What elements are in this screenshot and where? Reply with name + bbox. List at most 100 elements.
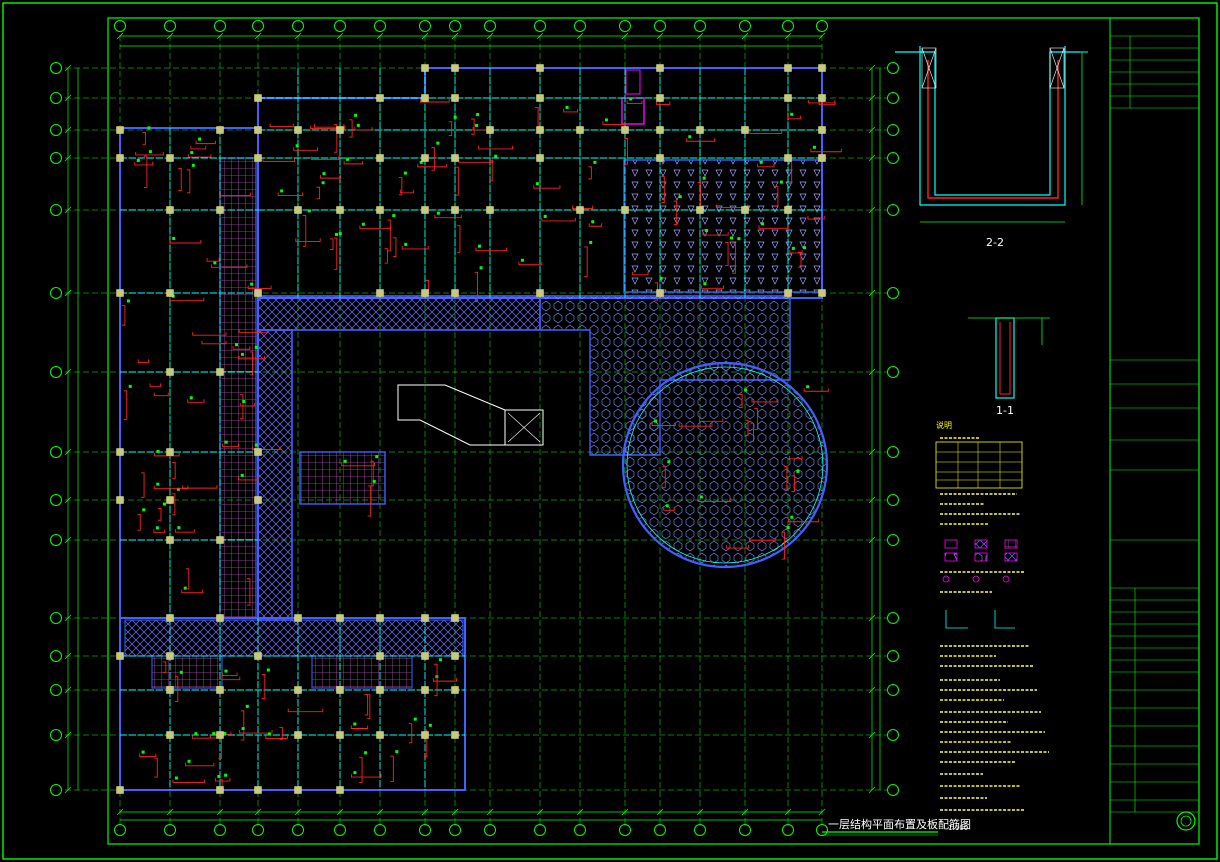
column (421, 686, 429, 694)
rebar-bar (434, 663, 438, 697)
column (166, 731, 174, 739)
rebar-bar (191, 735, 211, 739)
column (536, 94, 544, 102)
dim-tick (656, 808, 664, 816)
column (741, 126, 749, 134)
rebar-bar (751, 398, 778, 403)
rebar-tag (494, 154, 498, 158)
axis-bubble-bottom (619, 824, 631, 836)
rebar-tag (307, 209, 311, 213)
rebar-bar (169, 240, 202, 244)
rebar-tag (245, 704, 249, 708)
axis-bubble-bottom (782, 824, 794, 836)
rebar-bar (185, 568, 190, 590)
axis-bubble-right (887, 729, 899, 741)
rebar-tag (267, 732, 271, 736)
dim-tick (818, 808, 826, 816)
rebar-tag (174, 776, 178, 780)
axis-bubble-bottom (334, 824, 346, 836)
column (376, 206, 384, 214)
rebar-tag (761, 222, 765, 226)
column (784, 64, 792, 72)
axis-bubble-bottom (739, 824, 751, 836)
column (166, 289, 174, 297)
rebar-tag (266, 668, 270, 672)
dim-tick (868, 64, 876, 72)
column (451, 64, 459, 72)
column (216, 686, 224, 694)
rebar-bar (366, 694, 371, 720)
rebar-tag (372, 479, 376, 483)
rebar-bar (474, 271, 478, 302)
building-plan (119, 67, 829, 791)
rebar-bar (134, 161, 154, 166)
column (621, 206, 629, 214)
rebar-bar (791, 475, 795, 492)
dim-tick (536, 808, 544, 816)
dim-tick (336, 32, 344, 40)
axis-bubble-left (50, 650, 62, 662)
rebar-bar (157, 508, 162, 521)
rebar-tag (190, 151, 194, 155)
column (254, 126, 262, 134)
axis-bubble-bottom (816, 824, 828, 836)
dim-tick (64, 536, 72, 544)
rebar-bar (232, 346, 251, 350)
rebar-tag (375, 455, 379, 459)
rebar-bar (423, 729, 428, 758)
rebar-bar (171, 493, 176, 516)
rebar-tag (744, 388, 748, 392)
dim-tick (576, 32, 584, 40)
rebar-tag (659, 276, 663, 280)
axis-bubble-right (887, 684, 899, 696)
column (116, 496, 124, 504)
rebar-bar (354, 126, 373, 131)
column (818, 289, 826, 297)
corridor-vertical (257, 329, 293, 621)
column (116, 786, 124, 794)
rebar-bar (744, 419, 749, 436)
column (376, 731, 384, 739)
rebar-bar (149, 383, 162, 387)
dim-tick (868, 126, 876, 134)
dim-tick (294, 808, 302, 816)
column (254, 786, 262, 794)
rebar-bar (401, 245, 429, 250)
axis-bubble-right (887, 152, 899, 164)
dim-tick (216, 808, 224, 816)
axis-bubble-left (50, 612, 62, 624)
rebar-bar (749, 130, 783, 134)
dim-tick (868, 154, 876, 162)
dim-tick (696, 32, 704, 40)
axis-bubble-left (50, 494, 62, 506)
dim-tick (166, 808, 174, 816)
column (741, 206, 749, 214)
rebar-tag (240, 473, 244, 477)
column (166, 368, 174, 376)
rebar-bar (533, 185, 561, 189)
column (451, 614, 459, 622)
axis-bubble-bottom (292, 824, 304, 836)
rebar-tag (250, 282, 254, 286)
column (421, 652, 429, 660)
rebar-bar (190, 145, 207, 150)
column (784, 154, 792, 162)
axis-bubble-top (739, 20, 751, 32)
dim-tick (696, 808, 704, 816)
rebar-bar (350, 774, 382, 778)
axis-bubble-left (50, 92, 62, 104)
rebar-tag (477, 244, 481, 248)
column (376, 94, 384, 102)
column (116, 448, 124, 456)
axis-bubble-right (887, 534, 899, 546)
rebar-bar (563, 108, 579, 113)
column (254, 496, 262, 504)
rebar-bar (185, 762, 215, 767)
rebar-tag (699, 495, 703, 499)
rebar-tag (321, 181, 325, 185)
rebar-bar (783, 466, 788, 490)
rebar-bar (139, 753, 157, 758)
rebar-bar (455, 166, 459, 196)
column (116, 154, 124, 162)
